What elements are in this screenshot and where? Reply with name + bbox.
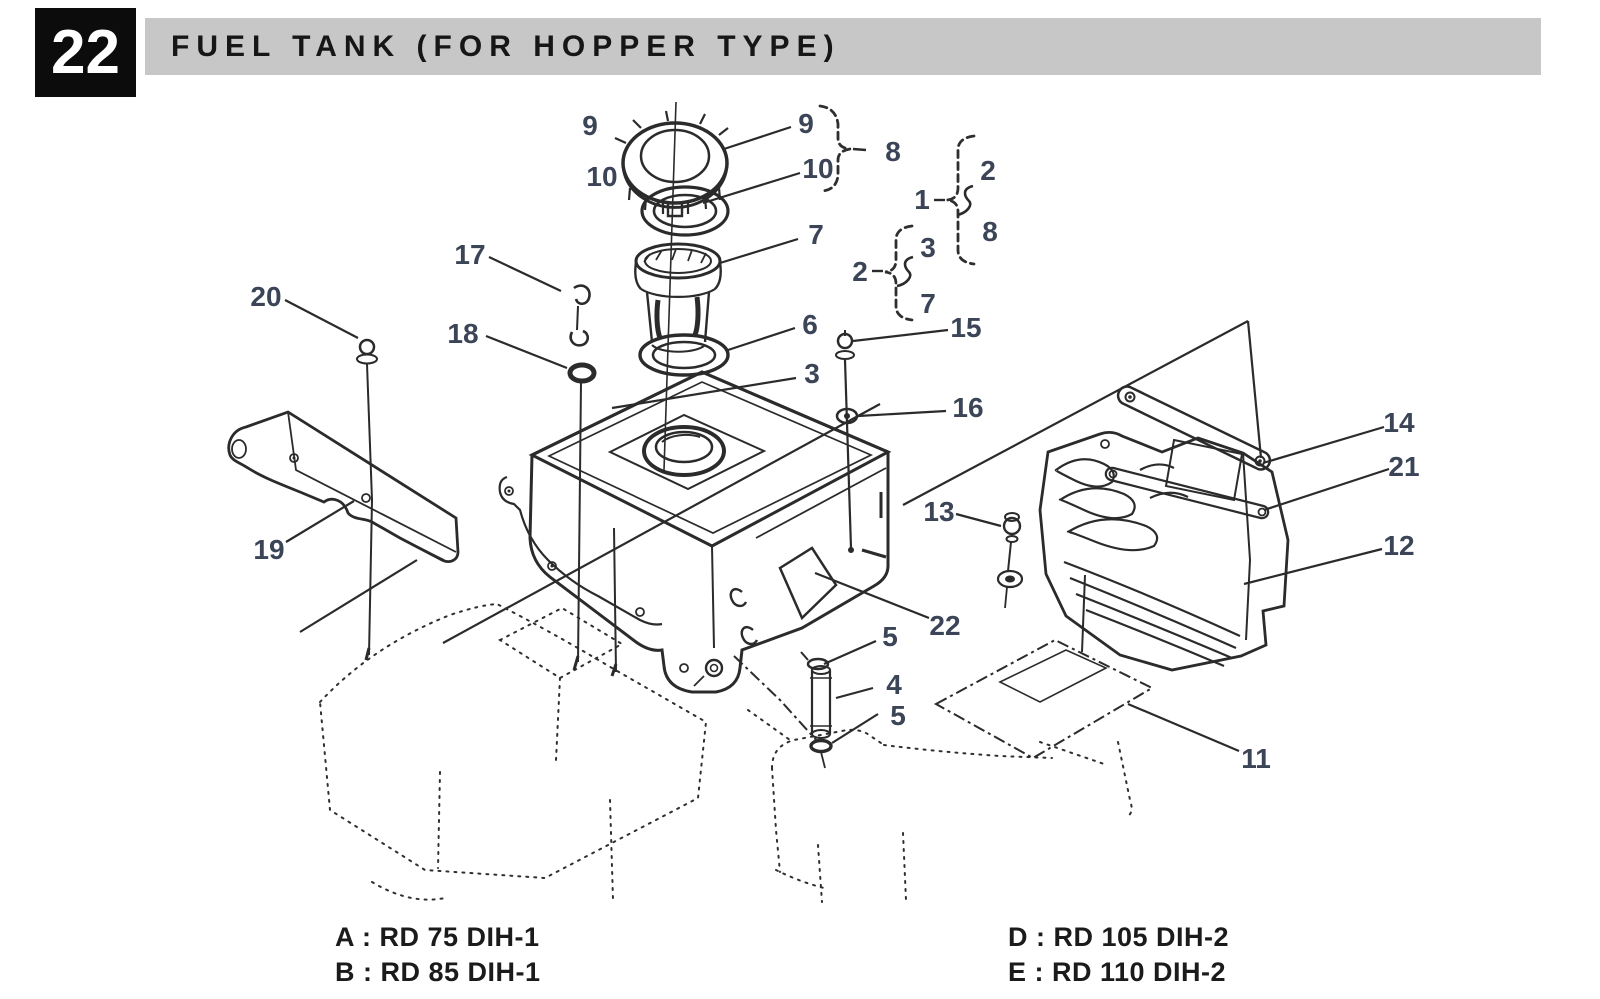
callout-10-right: 10	[802, 153, 833, 184]
model-label-e: E : RD 110 DIH-2	[1008, 957, 1227, 987]
callout-6: 6	[802, 309, 818, 340]
callout-9-left: 9	[582, 110, 598, 141]
callout-4: 4	[886, 669, 902, 700]
callout-2: 2	[852, 256, 868, 287]
hook-and-washer	[567, 284, 597, 671]
backdrop-panel-lines	[299, 320, 1263, 644]
mounting-rod	[610, 527, 618, 677]
flange-bolt-washer	[835, 330, 859, 549]
callout-10-left: 10	[586, 161, 617, 192]
callout-12: 12	[1383, 530, 1414, 561]
section-number: 22	[51, 18, 120, 87]
engine-phantom-outline	[747, 709, 1133, 903]
reference-ticks	[861, 492, 887, 559]
callout-13: 13	[923, 496, 954, 527]
engine-guard	[1038, 385, 1290, 672]
callout-19: 19	[253, 534, 284, 565]
callout-3: 3	[804, 358, 820, 389]
callout-22: 22	[929, 610, 960, 641]
callout-16: 16	[952, 392, 983, 423]
model-label-d: D : RD 105 DIH-2	[1008, 922, 1230, 952]
fuel-pipe-assembly	[733, 651, 833, 769]
heat-shield	[933, 638, 1155, 760]
callout-8: 8	[885, 136, 901, 167]
callout-7-group2: 7	[920, 288, 936, 319]
fuel-strainer	[634, 242, 722, 353]
callout-9-right: 9	[798, 108, 814, 139]
cap-gasket	[640, 185, 730, 237]
fuel-tank	[498, 370, 892, 694]
callout-7: 7	[808, 219, 824, 250]
callout-15: 15	[950, 312, 981, 343]
guard-bolt	[996, 512, 1024, 609]
callout-14: 14	[1383, 407, 1415, 438]
title-bar: FUEL TANK (FOR HOPPER TYPE)	[145, 18, 1541, 75]
callout-3-group2: 3	[920, 232, 936, 263]
callout-11: 11	[1241, 743, 1271, 774]
callout-5-top: 5	[882, 621, 898, 652]
callout-labels: 9 10 9 10 8 2 1 8 3 2 7 7 6 3 15 16 17 1…	[250, 108, 1419, 774]
callout-5-bottom: 5	[890, 700, 906, 731]
callout-8-group1: 8	[982, 216, 998, 247]
callout-18: 18	[447, 318, 478, 349]
range-squiggle-icon	[956, 184, 974, 217]
model-label-b: B : RD 85 DIH-1	[335, 957, 541, 987]
range-squiggle-icon	[896, 255, 914, 288]
section-badge: 22	[35, 8, 136, 97]
leader-lines	[284, 125, 1390, 753]
filler-centerline	[663, 101, 677, 471]
assembly-group-braces	[818, 104, 976, 322]
model-label-a: A : RD 75 DIH-1	[335, 922, 540, 952]
side-cover	[227, 410, 460, 563]
callout-17: 17	[454, 239, 485, 270]
page-title: FUEL TANK (FOR HOPPER TYPE)	[171, 30, 841, 63]
hopper-phantom-outline	[318, 602, 708, 901]
cap-group-brace	[818, 104, 851, 193]
callout-1: 1	[914, 184, 930, 215]
callout-20: 20	[250, 281, 281, 312]
callout-2-group1: 2	[980, 155, 996, 186]
tank-group-brace	[946, 134, 976, 266]
cover-bolt	[356, 338, 378, 661]
callout-21: 21	[1388, 451, 1419, 482]
strainer-group-brace	[884, 224, 914, 322]
neck-ring	[638, 333, 730, 377]
